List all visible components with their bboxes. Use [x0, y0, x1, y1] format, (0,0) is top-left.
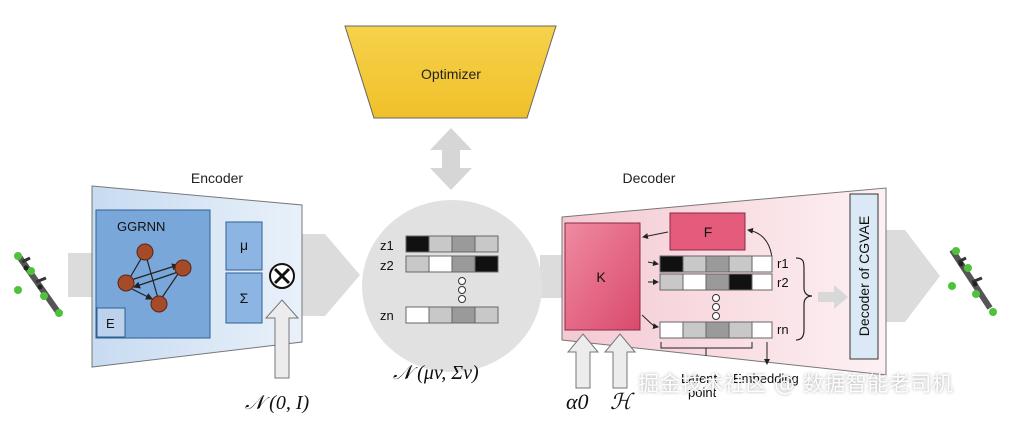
f-label: F [704, 224, 713, 240]
k-box [564, 222, 641, 331]
latent-distribution-label: 𝒩 (μv, Σv) [393, 362, 479, 384]
latent-space: z1 z2 zn [362, 200, 542, 372]
watermark: 掘金技术社区 @ 数据智能老司机 [638, 372, 954, 396]
optimizer-latent-double-arrow [430, 128, 472, 190]
e-label: E [106, 316, 115, 331]
embedding-bottom-label: Embedding [733, 371, 799, 386]
flow-arrows [68, 230, 940, 322]
h-label: ℋ [610, 389, 635, 414]
latent-row-zn [405, 306, 499, 324]
latent-row-z1 [405, 235, 499, 253]
decoder-title: Decoder [623, 170, 676, 186]
point-bottom-label: point [688, 385, 717, 400]
alpha-up-arrow [566, 333, 600, 389]
sigma-label: Σ [240, 290, 249, 306]
ggrnn-box [95, 209, 211, 339]
noise-up-arrow [264, 299, 300, 379]
cgvae-decoder-box [849, 193, 879, 360]
latent-row-z2 [405, 255, 499, 273]
optimizer-block: Optimizer [344, 25, 557, 119]
reparam-multiply-icon [269, 263, 295, 289]
embedding-row-label-r1: r1 [777, 256, 789, 271]
k-label: K [596, 269, 606, 285]
e-box [96, 307, 126, 338]
latent-row-label-z2: z2 [380, 258, 394, 273]
to-cgvae-arrow [818, 285, 848, 309]
decoder-block: Decoder K F [561, 170, 887, 400]
embedding-row-rn [659, 321, 773, 339]
latent-to-decoder-arrow [540, 255, 566, 298]
graph-nodes [117, 243, 192, 313]
latent-bottom-label: Latent [681, 371, 718, 386]
embedding-row-label-r2: r2 [777, 275, 789, 290]
rows-brace [795, 257, 813, 341]
noise-label: 𝒩 (0, I) [245, 392, 309, 414]
embedding-row-r2 [659, 273, 773, 291]
embedding-row-label-rn: rn [777, 322, 789, 337]
latent-row-label-zn: zn [380, 308, 394, 323]
cgvae-decoder-label: Decoder of CGVAE [856, 216, 872, 336]
mu-label: μ [240, 237, 248, 253]
ggrnn-label: GGRNN [117, 219, 165, 234]
latent-ellipsis [458, 277, 466, 303]
latent-row-label-z1: z1 [380, 238, 394, 253]
h-up-arrow [603, 333, 637, 389]
embedding-ellipsis [712, 294, 720, 320]
sigma-box [225, 272, 263, 324]
encoder-title: Encoder [191, 170, 243, 186]
alpha-label: α0 [566, 389, 589, 414]
mu-box [225, 221, 263, 271]
output-flow-arrow [880, 230, 940, 322]
embedding-row-r1 [659, 255, 773, 273]
optimizer-label: Optimizer [421, 66, 481, 82]
input-molecule-icon [14, 252, 63, 317]
encoder-to-latent-arrow [300, 234, 360, 316]
output-molecule-icon [948, 247, 997, 316]
f-box [669, 212, 746, 251]
encoder-block: Encoder GGRNN E μ Σ [91, 170, 303, 379]
